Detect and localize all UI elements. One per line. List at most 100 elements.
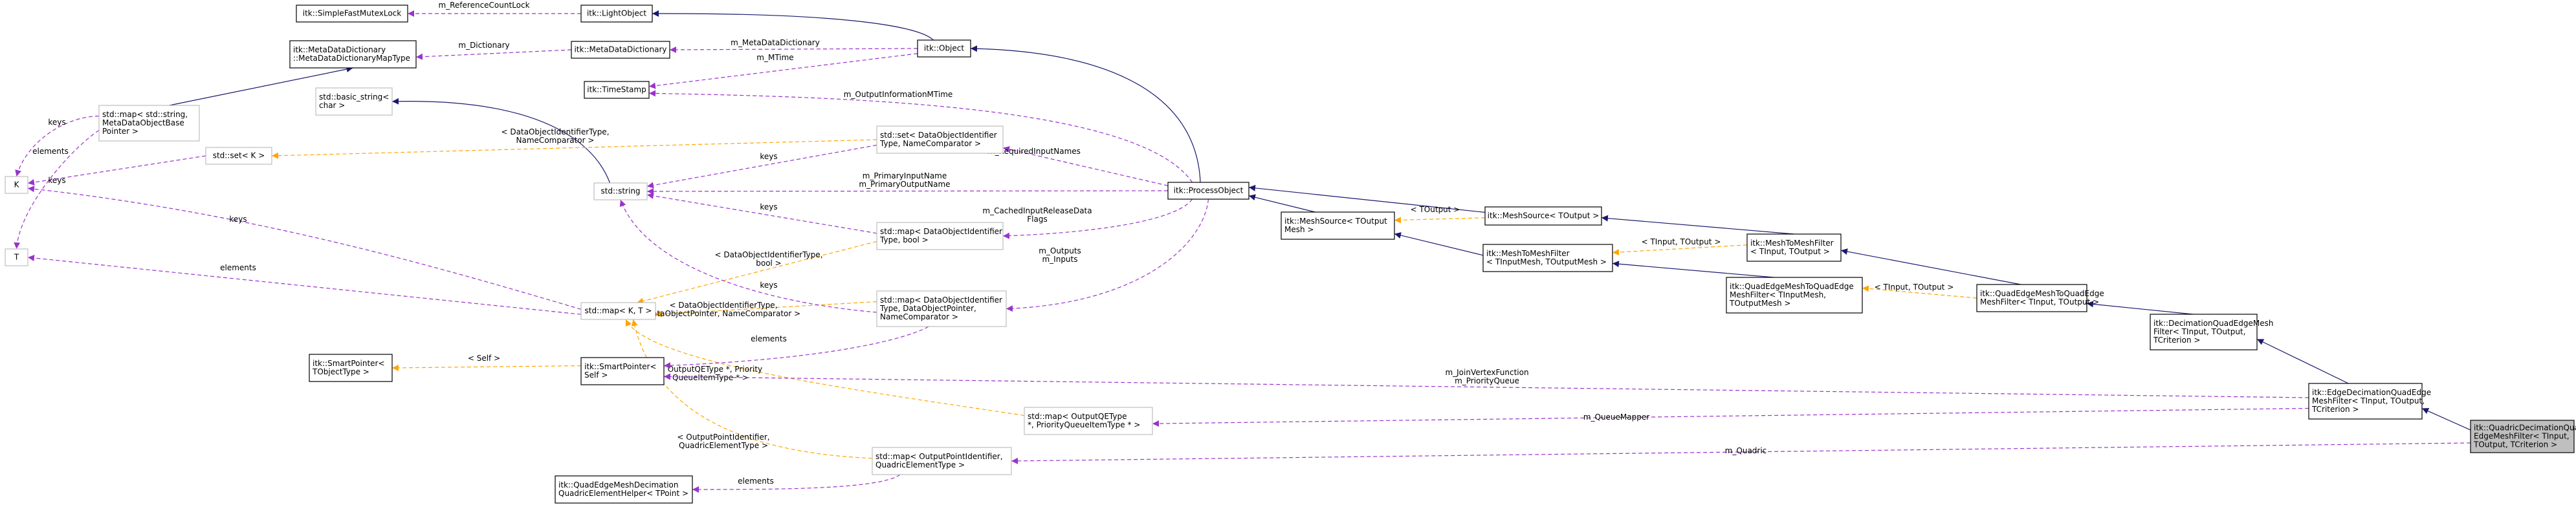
template-edge: < DataObjectIdentifierType, NameComparat…: [271, 127, 877, 159]
class-node-string[interactable]: std::string: [593, 182, 648, 200]
class-node-T[interactable]: T: [5, 248, 28, 266]
node-label-line: std::map< std::string,: [102, 110, 188, 119]
class-node-setK[interactable]: std::set< K >: [205, 147, 272, 165]
class-node-mappoint[interactable]: std::map< OutputPointIdentifier, Quadric…: [872, 447, 1012, 475]
edge-label: m_JoinVertexFunction: [1445, 368, 1528, 377]
node-label-line: std::map< OutputPointIdentifier,: [875, 452, 1003, 461]
class-node-mapstring[interactable]: std::map< std::string, MetaDataObjectBas…: [98, 105, 200, 142]
edge-line: [648, 90, 1193, 183]
edge-line: [1006, 199, 1209, 312]
node-box: [309, 354, 393, 382]
class-node-timestamp[interactable]: itk::TimeStamp: [584, 81, 650, 99]
node-label-line: std::map< DataObjectIdentifier: [880, 295, 1002, 305]
node-label-line: MeshFilter< TInput, TOutput >: [1980, 297, 2099, 306]
class-node-lightobj[interactable]: itk::LightObject: [580, 5, 653, 23]
node-box: [2150, 314, 2258, 350]
node-label-line: TObjectType >: [312, 367, 369, 376]
edge-line: [1152, 407, 2309, 427]
edge-line: [619, 199, 877, 313]
edge-line: [1248, 184, 1486, 213]
edge-label: m_RequiredInputNames: [987, 147, 1081, 156]
edge-label: m_ReferenceCountLock: [438, 1, 529, 10]
node-box: [580, 302, 656, 320]
node-label-line: itk::QuadEdgeMeshDecimation: [558, 480, 678, 489]
template-edge: < DataObjectIdentifierType, DataObjectPo…: [646, 301, 877, 318]
edge-label: m_Quadric: [1725, 446, 1767, 455]
usage-edge: elements: [14, 130, 100, 250]
class-node-mutexlock[interactable]: itk::SimpleFastMutexLock: [296, 5, 408, 23]
node-box: [205, 147, 272, 165]
class-node-smartptrSelf[interactable]: itk::SmartPointer< Self >: [580, 357, 665, 385]
edge-line: [1612, 261, 1774, 278]
node-box: [876, 222, 1004, 250]
edge-label: < TInput, TOutput >: [1642, 237, 1721, 246]
node-label-line: MetaDataObjectBase: [102, 118, 184, 127]
class-node-K[interactable]: K: [5, 176, 28, 194]
edge-line: [1394, 232, 1484, 256]
edge-label: keys: [760, 281, 777, 290]
edge-line: [692, 474, 901, 493]
node-label-line: itk::MeshSource< TOutput: [1284, 217, 1387, 226]
node-box: [1167, 182, 1249, 200]
template-edge: < OutputPointIdentifier, QuadricElementT…: [631, 319, 873, 459]
template-edge: < TInput, TOutput >: [1862, 283, 1977, 299]
edge-label: < DataObjectIdentifierType,: [714, 250, 822, 259]
node-label-line: itk::EdgeDecimationQuadEdge: [2312, 388, 2431, 397]
node-label-line: itk::DecimationQuadEdgeMesh: [2153, 319, 2273, 328]
node-box: [555, 475, 693, 504]
edge-label: keys: [48, 118, 65, 127]
edge-line: [1011, 442, 2471, 464]
node-label-line: < TInput, TOutput >: [1750, 247, 1830, 256]
class-node-metadict[interactable]: itk::MetaDataDictionary: [571, 41, 670, 59]
class-node-metadictmap[interactable]: itk::MetaDataDictionary::MetaDataDiction…: [289, 40, 417, 69]
node-box: [1726, 277, 1863, 314]
class-node-mapKT[interactable]: std::map< K, T >: [580, 302, 656, 320]
node-label-line: itk::ProcessObject: [1174, 186, 1244, 195]
class-node-object[interactable]: itk::Object: [917, 39, 971, 58]
node-label-line: itk::MeshToMeshFilter: [1486, 249, 1570, 258]
class-node-quadelem[interactable]: itk::QuadEdgeMeshDecimationQuadricElemen…: [555, 475, 693, 504]
node-box: [5, 176, 28, 194]
class-node-mapbool[interactable]: std::map< DataObjectIdentifierType, bool…: [876, 222, 1004, 250]
usage-edge: m_RequiredInputNames: [987, 145, 1169, 186]
usage-edge: keys: [15, 115, 100, 177]
node-box: [1484, 206, 1602, 226]
node-label-line: < TInputMesh, TOutputMesh >: [1486, 257, 1607, 266]
node-label-line: T: [14, 253, 19, 262]
node-box: [584, 81, 650, 99]
node-label-line: itk::QuadEdgeMeshToQuadEdge: [1730, 282, 1854, 291]
class-node-mapdoptr[interactable]: std::map< DataObjectIdentifierType, Data…: [876, 290, 1007, 327]
edge-label: < TInput, TOutput >: [1875, 283, 1954, 292]
class-node-mapqe[interactable]: std::map< OutputQEType *, PriorityQueueI…: [1024, 407, 1153, 435]
edge-label: m_PrimaryInputName: [863, 171, 947, 180]
class-node-setdoi[interactable]: std::set< DataObjectIdentifierType, Name…: [876, 125, 1004, 154]
class-node-mtom[interactable]: itk::MeshToMeshFilter< TInputMesh, TOutp…: [1482, 244, 1613, 272]
edge-label: QueueItemType * >: [672, 373, 749, 382]
node-label-line: Mesh >: [1284, 225, 1314, 234]
class-node-mtomT[interactable]: itk::MeshToMeshFilter< TInput, TOutput >: [1746, 233, 1842, 262]
class-node-procobj[interactable]: itk::ProcessObject: [1167, 182, 1249, 200]
class-node-meshsrcT[interactable]: itk::MeshSource< TOutput >: [1484, 206, 1602, 226]
template-edge: < DataObjectIdentifierType, bool >: [637, 241, 877, 305]
class-node-basicstring[interactable]: std::basic_string< char >: [315, 87, 393, 116]
node-box: [580, 357, 665, 385]
edge-line: [637, 241, 877, 305]
edge-line: [27, 186, 582, 310]
edge-line: [1601, 215, 1794, 235]
edge-line: [2256, 338, 2349, 384]
class-node-quadric[interactable]: itk::QuadricDecimationQuadEdgeMeshFilter…: [2470, 420, 2576, 453]
node-label-line: ::MetaDataDictionaryMapType: [293, 54, 410, 63]
edge-label: elements: [32, 147, 69, 156]
node-label-line: std::map< K, T >: [585, 306, 652, 316]
class-node-meshsrc[interactable]: itk::MeshSource< TOutputMesh >: [1281, 211, 1395, 240]
edge-label: < TOutput >: [1411, 205, 1460, 214]
edge-line: [391, 98, 611, 184]
edge-line: [2086, 301, 2194, 315]
class-node-smartptrT[interactable]: itk::SmartPointer< TObjectType >: [309, 354, 393, 382]
